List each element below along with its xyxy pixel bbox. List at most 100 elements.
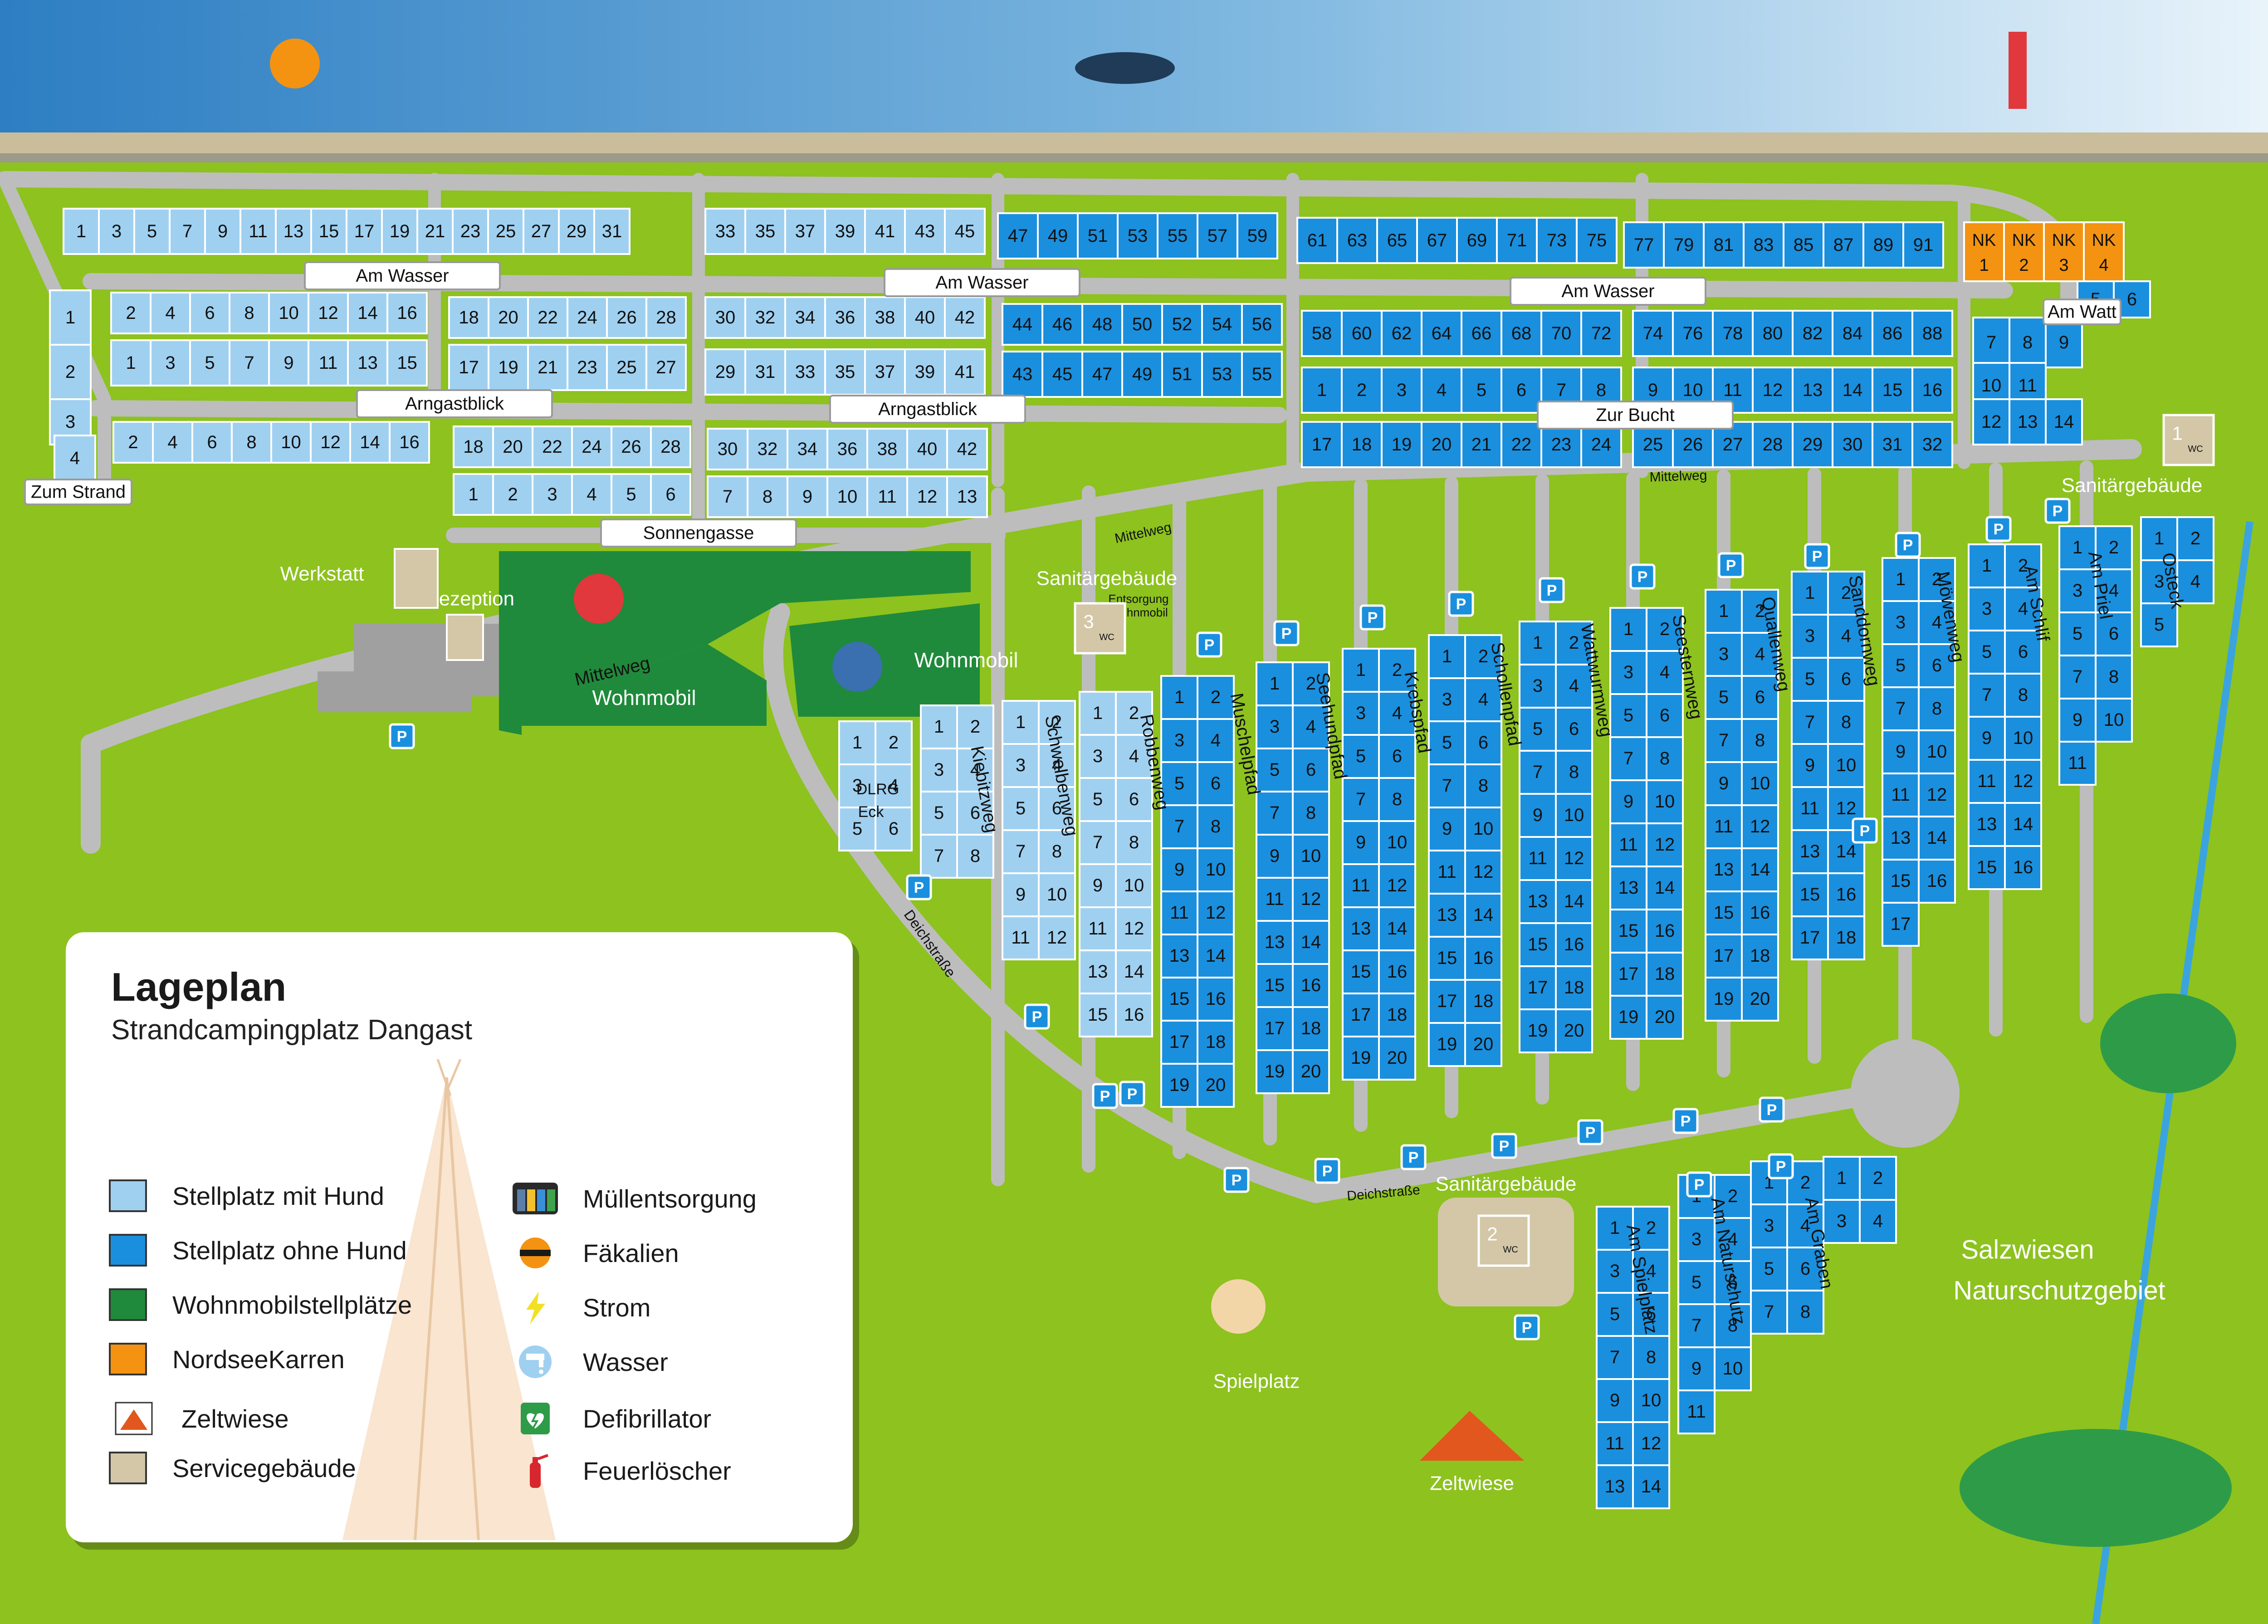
pitch-wattwurm-label-13: 13 xyxy=(1528,891,1548,911)
pitch-schollen-label-20: 20 xyxy=(1473,1034,1494,1054)
street-arngastblick-1-box xyxy=(356,389,553,418)
pitch-seehund-12 xyxy=(1292,877,1330,922)
pitch-top-a-label-25: 25 xyxy=(496,221,516,241)
pitch-moewen-2 xyxy=(1918,557,1956,602)
parking-icon-label-10: P xyxy=(1726,557,1736,574)
pitch-b3-even-28 xyxy=(645,296,687,339)
pitch-spielplatz-label-6: 6 xyxy=(1646,1304,1656,1324)
parking-icon-label-7: P xyxy=(1456,596,1466,613)
pitch-graben-a-label-4: 4 xyxy=(1800,1216,1810,1236)
pitch-sanddorn-label-3: 3 xyxy=(1805,626,1815,646)
pitch-b2-even-label-10: 10 xyxy=(279,303,299,323)
pitch-b3-odd-label-19: 19 xyxy=(498,357,518,377)
pitch-wattwurm-3 xyxy=(1519,664,1557,709)
parking-icon-label-9: P xyxy=(1637,568,1648,586)
pitch-krebs-label-7: 7 xyxy=(1356,789,1366,809)
pitch-priel-label-3: 3 xyxy=(2072,581,2082,601)
pitch-moewen-15 xyxy=(1882,859,1920,904)
pitch-schollen-label-11: 11 xyxy=(1437,862,1457,882)
pitch-b7-even-84 xyxy=(1832,310,1873,357)
pitch-seestern-label-15: 15 xyxy=(1618,921,1639,941)
pitch-muschel-label-3: 3 xyxy=(1174,730,1184,750)
pitch-kiebitz-label-4: 4 xyxy=(970,760,980,780)
pitch-graben-b-1 xyxy=(1823,1156,1861,1201)
pitch-osteck-label-5: 5 xyxy=(2154,615,2164,635)
nk-pitch-num-label-2: 2 xyxy=(2019,256,2028,275)
pitch-sanddorn-label-7: 7 xyxy=(1805,712,1815,732)
pitch-robben-4 xyxy=(1115,734,1153,779)
pitch-schlif-16 xyxy=(2004,845,2042,890)
pitch-sanddorn-label-5: 5 xyxy=(1805,669,1815,689)
pitch-b7-even-74 xyxy=(1632,310,1674,357)
parking-icon-15 xyxy=(1223,1167,1250,1193)
pitch-naturschutz-8 xyxy=(1714,1303,1752,1348)
legend-item-label: NordseeKarren xyxy=(172,1345,345,1374)
pitch-b3-even-18 xyxy=(448,296,489,339)
sanitaer-3-number: 3 xyxy=(1083,611,1094,632)
pitch-krebs-label-12: 12 xyxy=(1387,876,1408,895)
pitch-schwalben-12 xyxy=(1038,915,1076,960)
pitch-b3-odd-label-17: 17 xyxy=(459,357,479,377)
pitch-east-a-9 xyxy=(2045,317,2083,368)
pitch-b10-even-label-10: 10 xyxy=(281,432,301,452)
pitch-b7-even-label-88: 88 xyxy=(1922,323,1943,343)
pitch-b11-even-label-18: 18 xyxy=(463,437,484,457)
pitch-muschel-label-19: 19 xyxy=(1169,1075,1190,1095)
pitch-top-d-75 xyxy=(1576,217,1618,264)
pitch-schollen-4 xyxy=(1464,677,1502,722)
pitch-west-2-2 xyxy=(49,344,92,400)
pitch-robben-1 xyxy=(1079,691,1117,736)
pitch-b7-even-label-80: 80 xyxy=(1763,323,1783,343)
sanitaer-1-wc: WC xyxy=(2188,444,2203,454)
place-sanitaer-3: Sanitärgebäude xyxy=(1036,567,1178,590)
pitch-graben-a-7 xyxy=(1750,1290,1788,1335)
parking-icon-label-18: P xyxy=(1499,1138,1510,1155)
pitch-quallen-label-10: 10 xyxy=(1750,773,1770,793)
nk-pitch-nk-label-4: NK xyxy=(2092,231,2116,250)
pitch-top-a-19 xyxy=(381,208,418,255)
pitch-wattwurm-label-7: 7 xyxy=(1533,762,1543,782)
pitch-b8-num-label-22: 22 xyxy=(1511,435,1532,455)
pitch-b4-odd-33 xyxy=(784,348,826,396)
pitch-top-a-label-27: 27 xyxy=(531,221,552,241)
parking-icon-label-26: P xyxy=(1100,1088,1110,1105)
pitch-spielplatz-label-2: 2 xyxy=(1646,1218,1656,1238)
pitch-b6-even-label-70: 70 xyxy=(1551,323,1572,343)
pitch-muschel-label-17: 17 xyxy=(1169,1032,1190,1052)
beach-person-icon xyxy=(270,39,320,88)
pitch-top-c-label-53: 53 xyxy=(1128,226,1148,246)
pitch-b9-num-label-30: 30 xyxy=(1843,435,1863,455)
pitch-b9-num-label-26: 26 xyxy=(1683,435,1703,455)
pitch-b4-odd-label-33: 33 xyxy=(795,362,816,382)
pitch-b5-odd-47 xyxy=(1081,351,1123,398)
pitch-b12-num-label-12: 12 xyxy=(917,487,938,507)
pitch-osteck-label-2: 2 xyxy=(2190,528,2200,548)
pitch-priel-label-7: 7 xyxy=(2072,667,2082,687)
pitch-b12-num-label-7: 7 xyxy=(723,487,733,507)
pitch-kiebitz-label-5: 5 xyxy=(934,803,944,823)
pitch-kiebitz-label-3: 3 xyxy=(934,760,944,780)
pitch-b7-num-15 xyxy=(1872,367,1913,414)
pitch-b9-num-label-31: 31 xyxy=(1882,435,1903,455)
pitch-priel-label-1: 1 xyxy=(2072,538,2082,558)
pitch-top-e-91 xyxy=(1902,221,1944,269)
pitch-muschel-16 xyxy=(1197,977,1235,1022)
pitch-b11-num-label-3: 3 xyxy=(547,484,557,504)
pitch-b4-even-label-38: 38 xyxy=(875,308,895,328)
pitch-schwalben-label-7: 7 xyxy=(1016,841,1026,861)
pitch-muschel-label-12: 12 xyxy=(1206,903,1226,923)
pitch-b10-even-label-14: 14 xyxy=(360,432,380,452)
pitch-spielplatz-label-9: 9 xyxy=(1610,1390,1620,1410)
pitch-b5-odd-55 xyxy=(1241,351,1283,398)
parking-icon-19 xyxy=(1577,1119,1603,1145)
pitch-b3-odd-label-25: 25 xyxy=(616,357,637,377)
pitch-b4-odd-label-39: 39 xyxy=(915,362,935,382)
pitch-schollen-label-18: 18 xyxy=(1473,991,1494,1011)
pitch-top-a-label-23: 23 xyxy=(460,221,481,241)
pitch-sanddorn-16 xyxy=(1827,872,1865,917)
pitch-b2-odd-label-15: 15 xyxy=(397,353,417,373)
pitch-krebs-9 xyxy=(1342,820,1380,865)
pitch-graben-b-label-4: 4 xyxy=(1873,1211,1883,1231)
nk-pitch-2 xyxy=(2003,221,2045,282)
pitch-moewen-8 xyxy=(1918,686,1956,731)
